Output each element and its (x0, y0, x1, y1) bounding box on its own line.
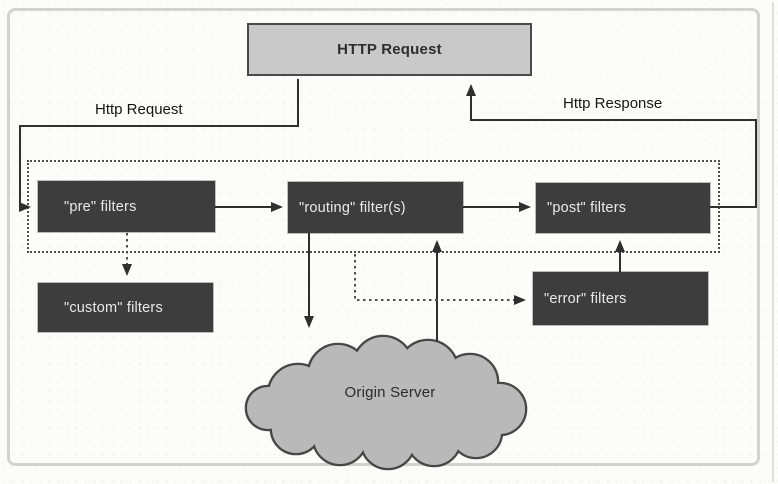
http-request-box: HTTP Request (247, 23, 532, 76)
http-request-edge-label: Http Request (95, 101, 183, 118)
origin-server-label: Origin Server (344, 384, 436, 401)
custom-filters-label: "custom" filters (64, 299, 163, 316)
routing-filters-box: "routing" filter(s) (288, 182, 463, 233)
routing-filters-label: "routing" filter(s) (299, 199, 406, 216)
page-right-edge (772, 2, 774, 482)
error-filters-label: "error" filters (544, 290, 627, 307)
http-response-edge-label: Http Response (563, 95, 663, 112)
post-filters-box: "post" filters (536, 183, 710, 233)
error-filters-box: "error" filters (533, 272, 708, 325)
http-request-label: HTTP Request (337, 41, 442, 58)
origin-server-cloud-icon (244, 334, 528, 471)
pre-filters-label: "pre" filters (64, 198, 137, 215)
pre-filters-box: "pre" filters (38, 181, 215, 232)
custom-filters-box: "custom" filters (38, 283, 213, 332)
post-filters-label: "post" filters (547, 200, 627, 216)
